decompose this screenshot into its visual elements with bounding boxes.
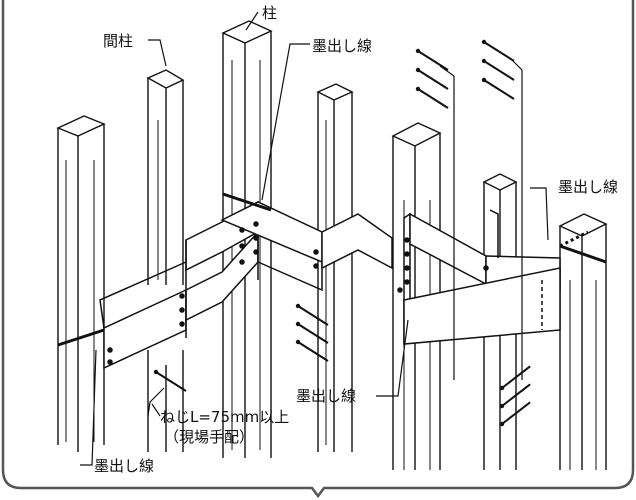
leader-lines	[80, 11, 549, 466]
label-mabashira: 間柱	[103, 32, 133, 50]
label-sumidashi-mid: 墨出し線	[296, 387, 356, 405]
stud-mabashira	[146, 69, 185, 452]
label-hashira: 柱	[262, 4, 277, 22]
screw-group-top-right	[480, 38, 515, 100]
label-sumidashi-top: 墨出し線	[312, 37, 372, 55]
post-far-right	[558, 213, 608, 470]
label-sumidashi-bottom: 墨出し線	[94, 457, 154, 475]
post-far-left	[56, 115, 106, 452]
label-screw-length: ねじL=75mm以上	[160, 408, 289, 426]
bracket-left	[99, 200, 393, 370]
screw-group-middle	[294, 302, 329, 362]
label-screw-note: （現場手配）	[164, 428, 254, 446]
screw-group-bottom-right	[498, 358, 532, 434]
leader-screw-label	[151, 403, 161, 417]
screw-bottom-left	[152, 368, 187, 392]
marking-lines	[57, 192, 607, 347]
bracket-right	[397, 209, 561, 346]
stud-center	[316, 83, 354, 452]
label-sumidashi-right: 墨出し線	[558, 178, 618, 196]
marking-line-dotted	[559, 230, 589, 248]
screw-group-top-left	[414, 47, 449, 109]
